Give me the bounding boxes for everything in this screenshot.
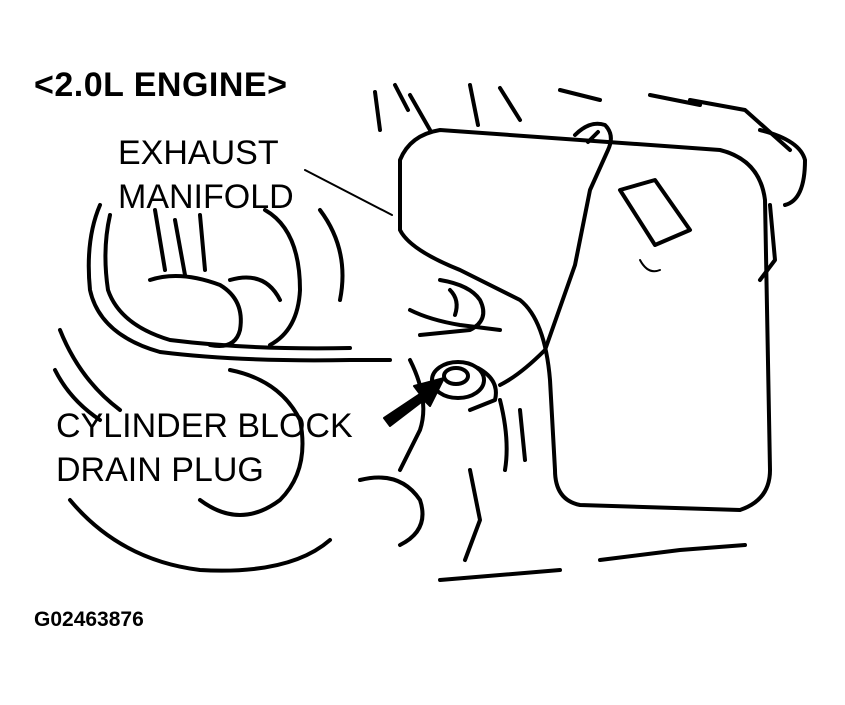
exhaust-manifold-label: EXHAUST MANIFOLD [118, 131, 294, 219]
coolant-pipe [86, 203, 392, 363]
diagram-title: <2.0L ENGINE> [34, 66, 288, 104]
bracket-arc [228, 275, 282, 302]
drain-plug-fitting [430, 360, 486, 400]
block-edge [318, 208, 345, 302]
exhaust-manifold-leader [304, 169, 393, 216]
drain-plug-label-line2: DRAIN PLUG [56, 451, 264, 489]
reservoir-mark [639, 259, 661, 273]
figure-id: G02463876 [34, 608, 144, 631]
pulley-arc [263, 208, 302, 347]
coolant-pipe-inner [103, 213, 352, 351]
drain-plug-label: CYLINDER BLOCK DRAIN PLUG [56, 404, 353, 492]
lower-fitting [358, 475, 425, 547]
drain-plug-boss [468, 366, 498, 412]
drain-area-right [498, 398, 527, 472]
drain-plug-head [442, 366, 470, 386]
dipstick [498, 121, 613, 387]
manifold-edge [408, 308, 502, 332]
lower-housing [68, 498, 332, 573]
engine-top-outline [373, 83, 792, 152]
lower-left-curves [53, 328, 122, 422]
manifold-port-inner [448, 288, 459, 317]
bracket-left [148, 274, 243, 348]
lower-pulley [198, 368, 305, 517]
base-line [438, 543, 747, 582]
drain-plug-arrow [383, 377, 445, 427]
dipstick-handle-slot [586, 130, 600, 144]
exhaust-manifold-label-line2: MANIFOLD [118, 178, 294, 216]
exhaust-manifold-label-line1: EXHAUST [118, 134, 279, 172]
reservoir-window [618, 178, 692, 247]
drain-plug-label-line1: CYLINDER BLOCK [56, 407, 353, 445]
oil-reservoir-body [398, 128, 772, 512]
lower-strut [463, 468, 482, 562]
engine-fins [153, 208, 207, 277]
